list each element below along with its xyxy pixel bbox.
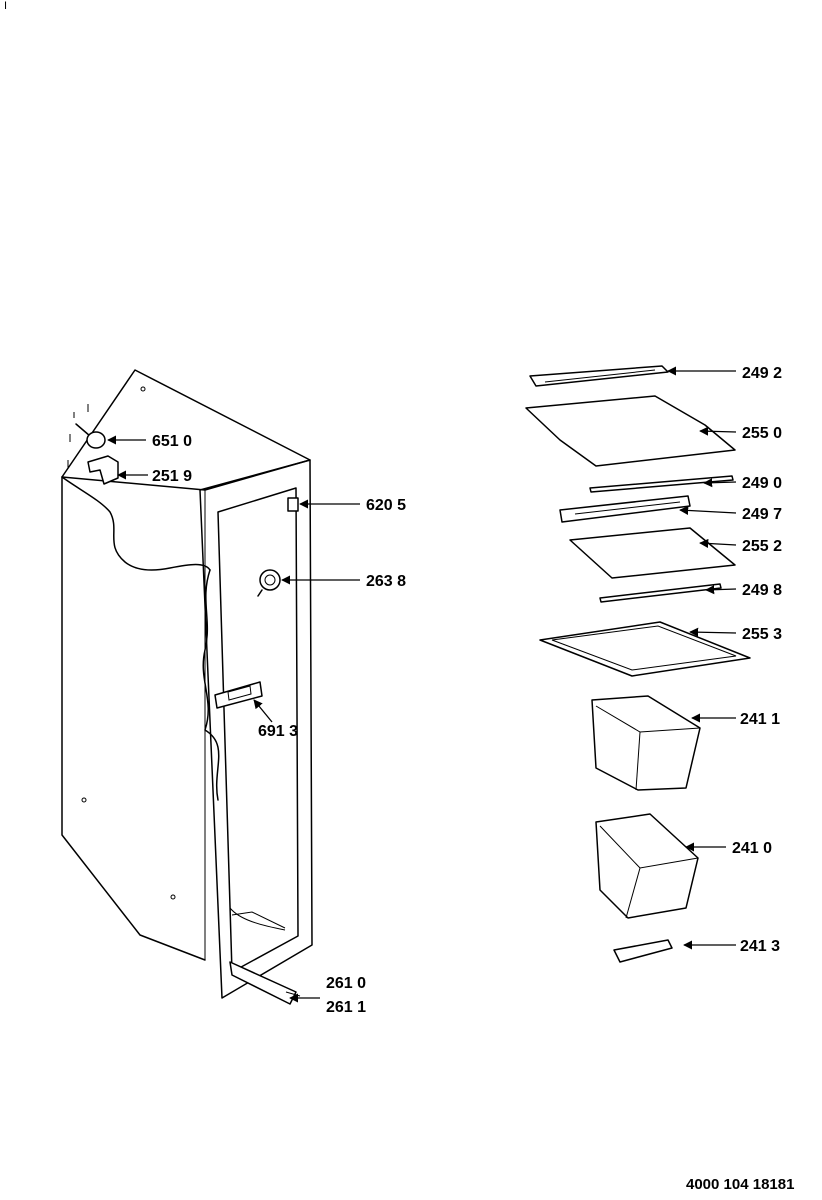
glass-shelf-2552 [569,527,736,579]
callout-6205: 620 5 [366,497,406,514]
rating-plate [214,681,263,709]
callout-2519: 251 9 [152,468,192,485]
callout-2490: 249 0 [742,475,782,492]
lamp-bulb [75,423,106,449]
document-number: 4000 104 18181 [686,1176,794,1193]
callout-2411: 241 1 [740,711,780,728]
callout-2611: 261 1 [326,999,366,1016]
shelf-frame-2553 [539,621,751,677]
callout-labels: 249 2 255 0 249 0 249 7 255 2 249 8 255 … [152,365,782,1016]
shelf-strip-2498 [599,583,722,603]
cabinet [61,369,313,999]
shelf-strip-2490 [589,475,734,493]
door-bracket [287,497,299,512]
shelf-trim-2497 [559,495,691,523]
glass-shelf-2550 [525,395,736,467]
callout-2497: 249 7 [742,506,782,523]
callout-2553: 255 3 [742,626,782,643]
callout-2410: 241 0 [732,840,772,857]
callout-6510: 651 0 [152,433,192,450]
callout-2492: 249 2 [742,365,782,382]
callout-2413: 241 3 [740,938,780,955]
crisper-bin-2411 [591,695,701,791]
shelf-trim-2492 [529,365,669,387]
callout-6913: 691 3 [258,723,298,740]
corner-mark: I [4,0,8,12]
crisper-bin-2410 [595,813,699,919]
thermostat-knob [257,569,281,597]
lamp-cover [87,455,119,485]
lower-hinge [229,961,301,1005]
leader-lines [107,366,737,1003]
callout-2638: 263 8 [366,573,406,590]
callout-2498: 249 8 [742,582,782,599]
callout-2610: 261 0 [326,975,366,992]
bin-handle-2413 [613,939,673,963]
callout-2552: 255 2 [742,538,782,555]
callout-2550: 255 0 [742,425,782,442]
